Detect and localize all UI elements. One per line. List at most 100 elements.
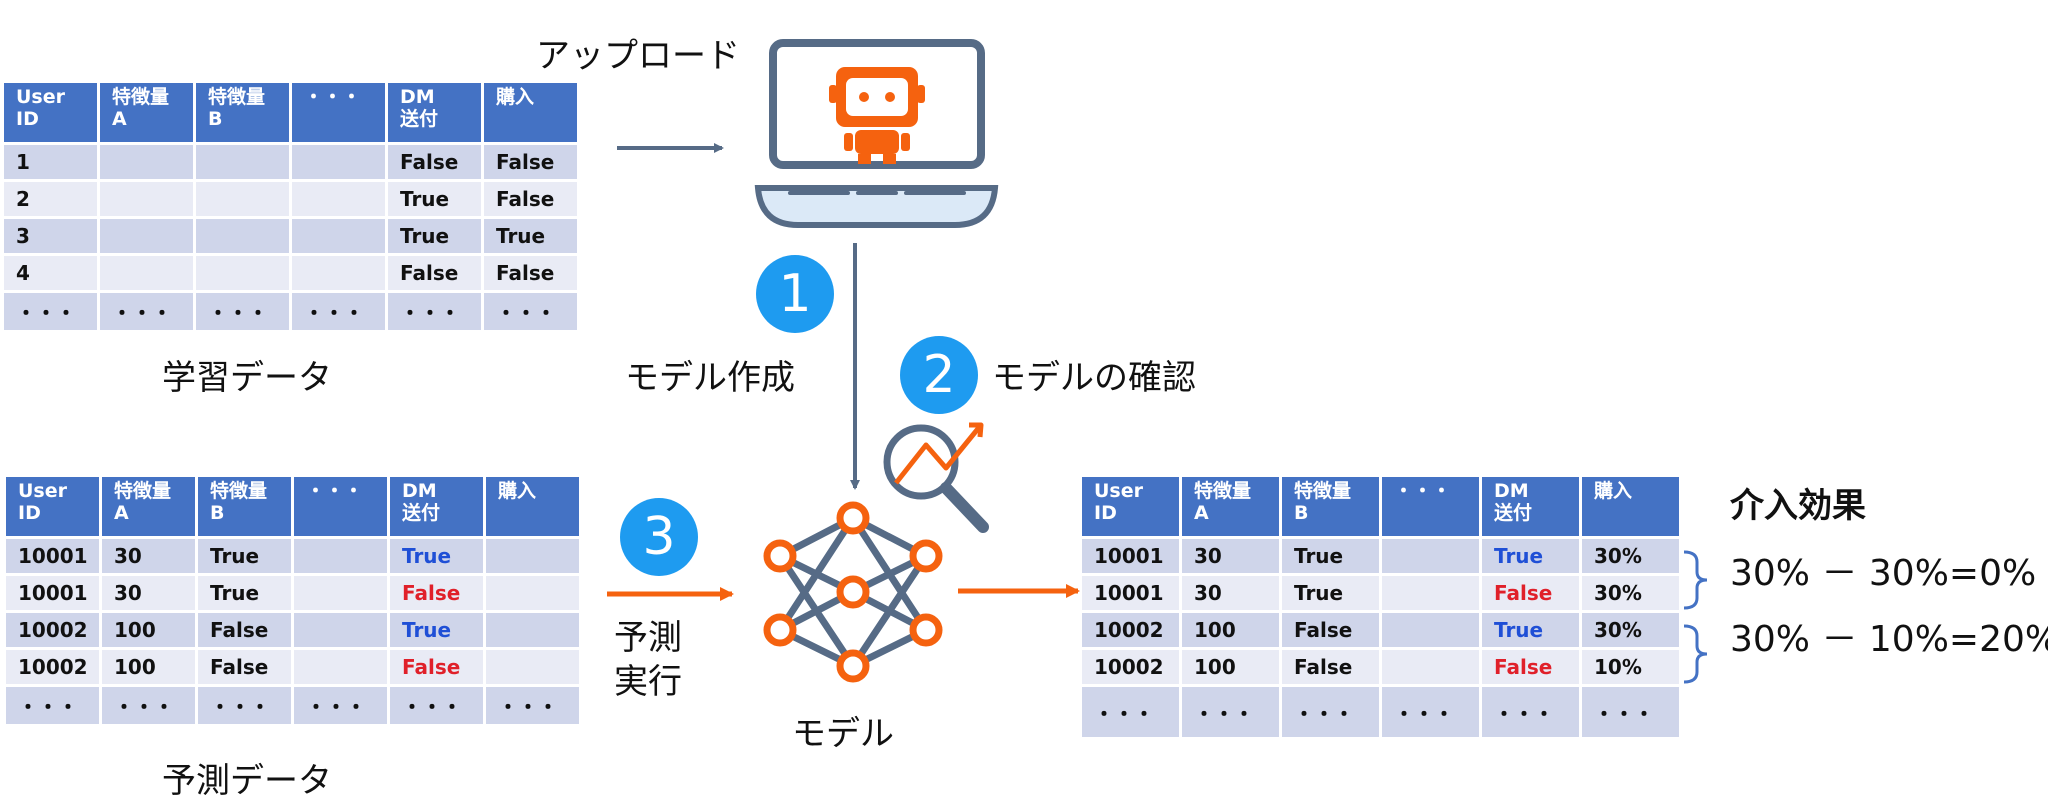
- table-cell: False: [1482, 650, 1582, 687]
- table-cell: False: [388, 256, 484, 293]
- table-cell: [196, 145, 292, 182]
- step-2-badge: 2: [900, 336, 978, 414]
- table-cell: ・・・: [6, 687, 102, 727]
- table-cell: 100: [1182, 650, 1282, 687]
- table-cell: 1: [4, 145, 100, 182]
- table-cell: True: [1282, 539, 1382, 576]
- table-cell: 10002: [1082, 650, 1182, 687]
- table-cell: 10002: [1082, 613, 1182, 650]
- column-header: 購入: [486, 477, 582, 539]
- table-cell: 10%: [1582, 650, 1682, 687]
- table-cell: False: [1282, 650, 1382, 687]
- table-cell: ・・・: [102, 687, 198, 727]
- table-cell: 3: [4, 219, 100, 256]
- table-cell: 10001: [1082, 539, 1182, 576]
- table-cell: [292, 219, 388, 256]
- intervention-effect-1: 30% － 30%=0%: [1730, 553, 2037, 594]
- table-cell: [196, 182, 292, 219]
- magnifier-chart-icon: [883, 422, 989, 533]
- table-cell: 30: [1182, 576, 1282, 613]
- table-cell: 30%: [1582, 576, 1682, 613]
- predict-label: 予測 実行: [614, 618, 682, 702]
- table-cell: 30: [102, 576, 198, 613]
- column-header: 特徴量 A: [1182, 477, 1282, 539]
- upload-label: アップロード: [536, 36, 740, 76]
- table-cell: [292, 256, 388, 293]
- intervention-effect-2: 30% － 10%=20%: [1730, 619, 2048, 660]
- table-cell: ・・・: [198, 687, 294, 727]
- table-cell: False: [388, 145, 484, 182]
- table-cell: 30%: [1582, 539, 1682, 576]
- table-cell: [294, 576, 390, 613]
- table-cell: 30%: [1582, 613, 1682, 650]
- create-model-label: モデル作成: [625, 358, 795, 398]
- table-cell: True: [388, 182, 484, 219]
- column-header: DM 送付: [1482, 477, 1582, 539]
- table-cell: [1382, 613, 1482, 650]
- column-header: 特徴量 A: [100, 83, 196, 145]
- table-cell: 10001: [1082, 576, 1182, 613]
- table-cell: [486, 613, 582, 650]
- table-cell: ・・・: [4, 293, 100, 333]
- table-cell: 10002: [6, 650, 102, 687]
- column-header: 特徴量 B: [196, 83, 292, 145]
- bracket-2: [1683, 624, 1708, 684]
- step-3-badge: 3: [620, 498, 698, 576]
- table-cell: 100: [102, 613, 198, 650]
- table-cell: [100, 256, 196, 293]
- table-cell: ・・・: [1282, 687, 1382, 740]
- table-cell: [294, 539, 390, 576]
- table-row: ・・・・・・・・・・・・・・・・・・: [4, 293, 580, 333]
- table-row: ・・・・・・・・・・・・・・・・・・: [6, 687, 582, 727]
- table-cell: 30: [1182, 539, 1282, 576]
- laptop-robot-icon: [754, 39, 999, 228]
- table-cell: False: [390, 650, 486, 687]
- table-cell: False: [198, 650, 294, 687]
- table-cell: True: [1482, 539, 1582, 576]
- table-cell: ・・・: [1182, 687, 1282, 740]
- prediction-data-caption: 予測データ: [162, 761, 332, 801]
- step-1-badge: 1: [756, 255, 834, 333]
- table-cell: False: [484, 182, 580, 219]
- column-header: ・・・: [292, 83, 388, 145]
- table-cell: [294, 613, 390, 650]
- table-cell: [100, 145, 196, 182]
- table-cell: ・・・: [1582, 687, 1682, 740]
- column-header: 特徴量 B: [198, 477, 294, 539]
- intervention-effect-title: 介入効果: [1730, 486, 1866, 526]
- table-cell: ・・・: [390, 687, 486, 727]
- table-cell: False: [484, 256, 580, 293]
- table-cell: ・・・: [388, 293, 484, 333]
- table-cell: [100, 219, 196, 256]
- table-cell: False: [198, 613, 294, 650]
- column-header: User ID: [6, 477, 102, 539]
- table-cell: False: [1282, 613, 1382, 650]
- column-header: DM 送付: [390, 477, 486, 539]
- table-cell: [294, 650, 390, 687]
- table-cell: 10001: [6, 539, 102, 576]
- table-cell: ・・・: [1082, 687, 1182, 740]
- table-cell: 100: [1182, 613, 1282, 650]
- table-cell: 30: [102, 539, 198, 576]
- table-cell: 10002: [6, 613, 102, 650]
- table-cell: [1382, 650, 1482, 687]
- column-header: 購入: [484, 83, 580, 145]
- table-cell: ・・・: [1382, 687, 1482, 740]
- table-cell: False: [484, 145, 580, 182]
- table-cell: [1382, 576, 1482, 613]
- table-cell: False: [1482, 576, 1582, 613]
- table-cell: True: [388, 219, 484, 256]
- table-cell: [196, 219, 292, 256]
- table-cell: [292, 182, 388, 219]
